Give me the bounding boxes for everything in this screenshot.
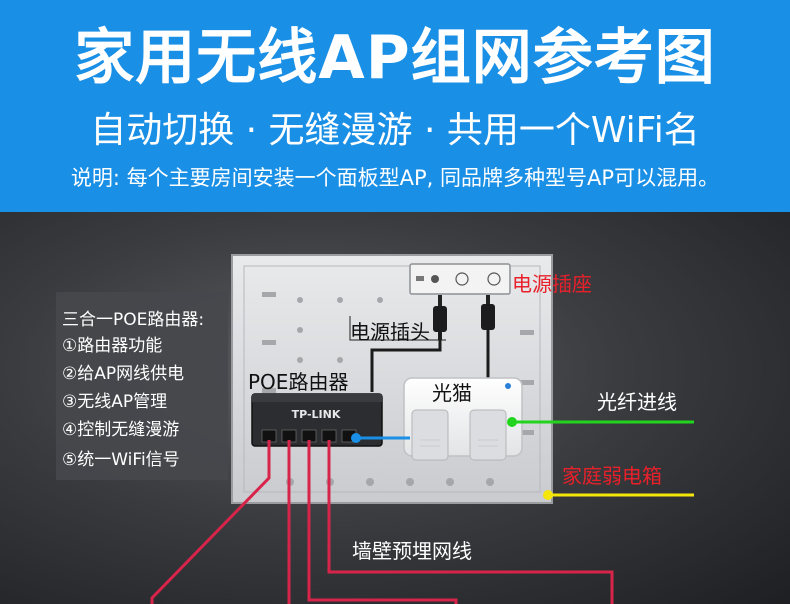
info-item: ⑤统一WiFi信号	[62, 450, 180, 470]
wall-cable-label: 墙壁预埋网线	[352, 539, 472, 563]
info-item: ④控制无缝漫游	[62, 420, 180, 440]
header-banner: 家用无线AP组网参考图 自动切换 · 无缝漫游 · 共用一个WiFi名 说明: …	[0, 0, 790, 212]
fiber-in-line	[507, 417, 694, 427]
poe-router-label: POE路由器	[248, 370, 349, 394]
page-subtitle: 自动切换 · 无缝漫游 · 共用一个WiFi名	[90, 110, 700, 151]
power-plugs	[370, 295, 495, 392]
poe-router: TP-LINK	[251, 393, 383, 447]
weak-box-indicator	[543, 490, 694, 500]
weak-box-label: 家庭弱电箱	[562, 464, 662, 488]
optical-modem	[403, 377, 523, 461]
info-item: ③无线AP管理	[62, 392, 168, 412]
page-title: 家用无线AP组网参考图	[74, 23, 716, 93]
info-panel	[56, 292, 228, 480]
plug-callout-line	[349, 316, 446, 341]
fiber-in-label: 光纤进线	[597, 390, 677, 414]
in-wall-cables	[150, 440, 614, 604]
optical-modem-label: 光猫	[432, 381, 472, 405]
info-item: ①路由器功能	[62, 336, 163, 356]
info-heading: 三合一POE路由器:	[62, 310, 205, 330]
info-item: ②给AP网线供电	[62, 364, 185, 384]
power-socket-label: 电源插座	[512, 272, 592, 296]
page-description: 说明: 每个主要房间安装一个面板型AP, 同品牌多种型号AP可以混用。	[70, 166, 720, 190]
router-modem-cable	[351, 433, 410, 443]
power-socket-strip	[409, 263, 511, 295]
power-plug-label: 电源插头	[350, 320, 430, 344]
router-brand-label: TP-LINK	[292, 408, 341, 421]
